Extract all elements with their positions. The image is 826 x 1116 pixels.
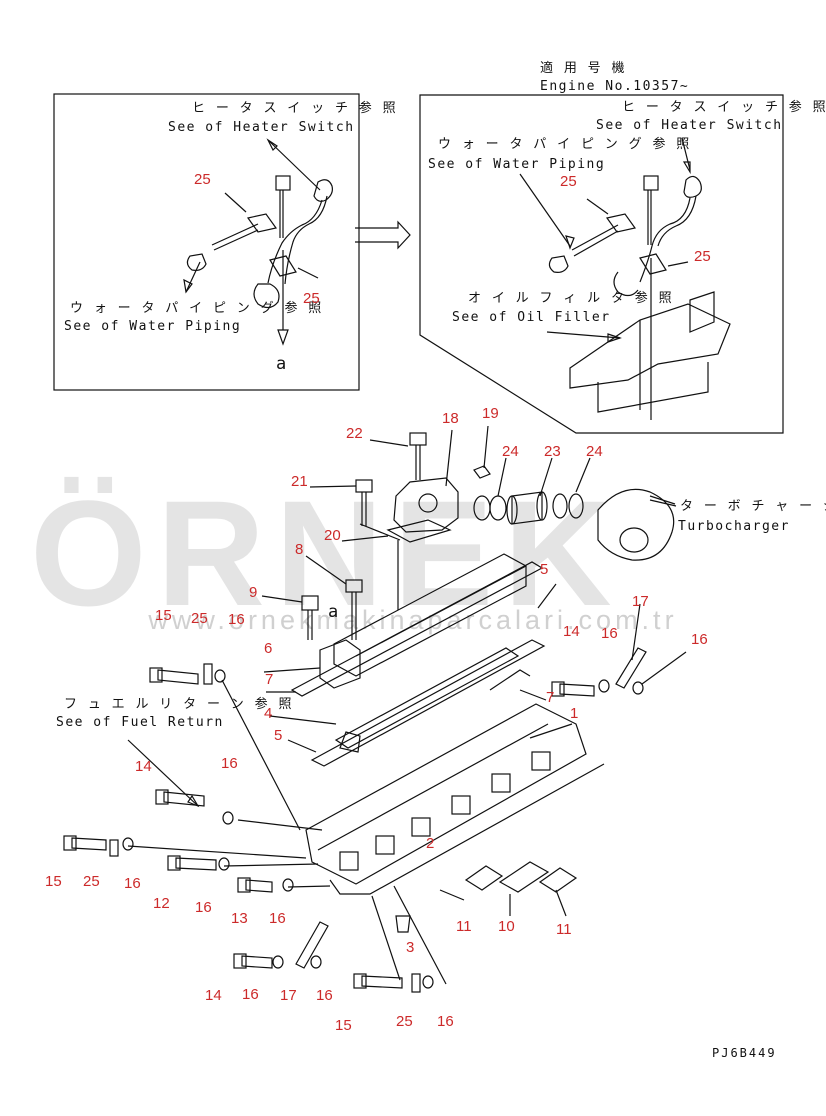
part-number: 24 — [586, 443, 603, 460]
part-number: 5 — [274, 727, 283, 744]
right-water-label-en: See of Water Piping — [428, 157, 606, 172]
part-number: 18 — [442, 410, 459, 427]
right-water-label-jp: ウ ォ ー タ パ イ ピ ン グ 参 照 — [438, 137, 691, 152]
left-heater-label-en: See of Heater Switch — [168, 120, 355, 135]
turbocharger-label-en: Turbocharger — [678, 519, 790, 534]
part-number: 16 — [228, 611, 245, 628]
right-oil-label-en: See of Oil Filler — [452, 310, 611, 325]
right-heater-label-jp: ヒ ー タ ス イ ッ チ 参 照 — [622, 100, 826, 115]
part-number: 17 — [280, 987, 297, 1004]
left-water-label-en: See of Water Piping — [64, 319, 242, 334]
watermark-logo: ÖRNEK — [30, 469, 622, 637]
turbocharger-label-jp: タ ー ボ チ ャ ー ジ ャ — [680, 499, 826, 514]
part-number: 19 — [482, 405, 499, 422]
transfer-arrow — [355, 220, 411, 250]
part-number: 16 — [269, 910, 286, 927]
part-number: 13 — [231, 910, 248, 927]
part-number: 12 — [153, 895, 170, 912]
part-number: 16 — [242, 986, 259, 1003]
part-number: 16 — [124, 875, 141, 892]
watermark-url: www.ornekmakinaparcalari.com.tr — [148, 605, 678, 635]
part-number: 14 — [563, 623, 580, 640]
part-number: 7 — [265, 671, 274, 688]
part-number: 7 — [546, 689, 555, 706]
drawing-code: PJ6B449 — [712, 1046, 777, 1060]
part-number: 16 — [316, 987, 333, 1004]
part-number: 15 — [335, 1017, 352, 1034]
part-number: 25 — [560, 173, 577, 190]
part-number: 16 — [221, 755, 238, 772]
left-reference-a: a — [276, 354, 288, 374]
part-number: 25 — [83, 873, 100, 890]
part-number: 20 — [324, 527, 341, 544]
part-number: 3 — [406, 939, 415, 956]
part-number: 22 — [346, 425, 363, 442]
part-number: 17 — [632, 593, 649, 610]
part-number: 11 — [456, 918, 472, 935]
left-inset-parts — [183, 138, 333, 346]
part-number: 9 — [249, 584, 258, 601]
right-inset-parts — [519, 137, 731, 420]
part-number: 16 — [195, 899, 212, 916]
part-number: 16 — [601, 625, 618, 642]
part-number: 6 — [264, 640, 273, 657]
main-reference-a: a — [328, 602, 340, 622]
part-number: 14 — [135, 758, 152, 775]
part-number: 25 — [303, 290, 320, 307]
part-number: 25 — [396, 1013, 413, 1030]
right-oil-label-jp: オ イ ル フ ィ ル タ 参 照 — [468, 291, 674, 306]
fuel-return-label-jp: フ ュ エ ル リ タ ー ン 参 照 — [64, 697, 293, 712]
part-number: 2 — [426, 835, 435, 852]
part-number: 10 — [498, 918, 515, 935]
right-inset-box — [419, 94, 784, 434]
part-number: 16 — [691, 631, 708, 648]
left-water-label-jp: ウ ォ ー タ パ イ ピ ン グ 参 照 — [70, 301, 323, 316]
engine-range-label-jp: 適 用 号 機 — [540, 61, 626, 76]
part-number: 11 — [556, 921, 572, 938]
part-number: 14 — [205, 987, 222, 1004]
part-number: 24 — [502, 443, 519, 460]
part-number: 23 — [544, 443, 561, 460]
part-number: 21 — [291, 473, 308, 490]
engine-range-label-en: Engine No.10357~ — [540, 79, 690, 94]
fuel-return-label-en: See of Fuel Return — [56, 715, 224, 730]
left-heater-label-jp: ヒ ー タ ス イ ッ チ 参 照 — [192, 101, 398, 116]
part-number: 25 — [194, 171, 211, 188]
right-heater-label-en: See of Heater Switch — [596, 118, 783, 133]
part-number: 15 — [155, 607, 172, 624]
part-number: 1 — [570, 705, 579, 722]
part-number: 16 — [437, 1013, 454, 1030]
part-number: 4 — [264, 705, 273, 722]
part-number: 15 — [45, 873, 62, 890]
part-number: 8 — [295, 541, 304, 558]
part-number: 25 — [694, 248, 711, 265]
main-assembly — [63, 425, 687, 993]
left-inset-box — [53, 93, 360, 391]
part-number: 5 — [540, 561, 549, 578]
part-number: 25 — [191, 610, 208, 627]
